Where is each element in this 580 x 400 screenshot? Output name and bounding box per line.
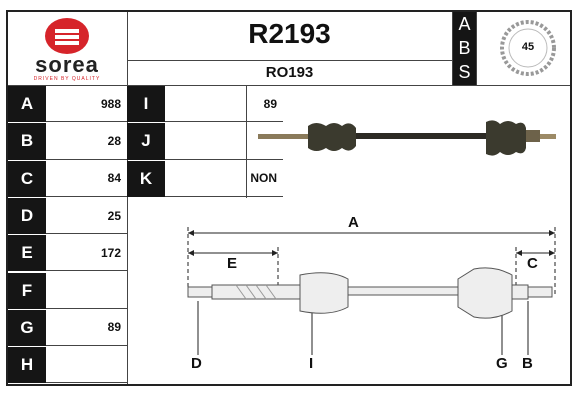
divider — [8, 85, 570, 86]
dimension-diagram-icon — [187, 227, 556, 355]
spec-sheet-frame — [6, 10, 572, 386]
spec-letter-j: J — [127, 123, 165, 160]
spec-value-c: 84 — [46, 161, 127, 197]
divider — [452, 12, 453, 85]
spec-letter-e: E — [8, 235, 46, 272]
brand-name: sorea — [35, 52, 99, 77]
dim-label-g: G — [496, 355, 508, 372]
brand-logo: sorea DRIVEN BY QUALITY — [8, 12, 126, 84]
dim-label-b: B — [522, 355, 533, 372]
spec-letter-h: H — [8, 347, 46, 384]
spec-value-i: 89 — [165, 86, 283, 123]
spec-letter-a: A — [8, 86, 46, 123]
sorea-logo-icon — [45, 18, 89, 54]
driveshaft-photo-icon — [258, 120, 556, 156]
spec-value-d: 25 — [46, 198, 127, 235]
divider — [127, 12, 128, 384]
spec-letter-b: B — [8, 123, 46, 160]
dim-label-e: E — [227, 255, 238, 272]
reference-code: RO193 — [265, 64, 314, 81]
dim-label-d: D — [191, 355, 202, 372]
abs-ring-icon — [500, 20, 556, 76]
abs-ring: 45 — [496, 18, 560, 78]
divider — [246, 86, 247, 198]
spec-value-b: 28 — [46, 123, 127, 160]
abs-letter-s: S — [453, 60, 476, 85]
spec-value-k: NON — [165, 161, 283, 197]
divider — [127, 60, 452, 61]
abs-letter-b: B — [453, 36, 476, 60]
part-number: R2193 — [248, 18, 331, 49]
dim-label-a: A — [348, 214, 359, 231]
abs-letter-a: A — [453, 12, 476, 36]
spec-letter-k: K — [127, 160, 165, 197]
spec-value-h — [46, 347, 127, 384]
abs-teeth-count: 45 — [521, 41, 535, 53]
spec-letter-g: G — [8, 309, 46, 347]
spec-value-g: 89 — [46, 310, 127, 347]
brand-tagline: DRIVEN BY QUALITY — [33, 76, 101, 82]
dim-label-i: I — [309, 355, 314, 372]
divider — [476, 12, 477, 85]
spec-letter-c: C — [8, 160, 46, 197]
dimension-diagram: A E C D I G B — [160, 205, 570, 380]
spec-value-a: 988 — [46, 86, 127, 123]
spec-value-f — [46, 273, 127, 309]
spec-value-e: 172 — [46, 235, 127, 272]
spec-value-j — [165, 123, 283, 160]
spec-letter-d: D — [8, 197, 46, 235]
dim-label-c: C — [527, 255, 538, 272]
spec-letter-f: F — [8, 272, 46, 309]
driveshaft-photo — [250, 108, 564, 168]
spec-letter-i: I — [127, 86, 165, 123]
